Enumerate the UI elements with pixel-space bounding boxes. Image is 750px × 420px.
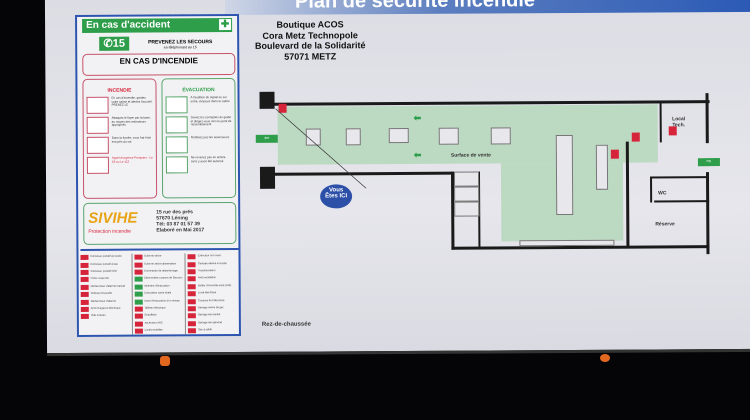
floor-level-label: Rez-de-chaussée [261, 321, 311, 328]
you-are-here-marker: Vous Êtes ICI [320, 184, 353, 209]
screw-fixing [160, 356, 170, 366]
screw-fixing [600, 354, 610, 362]
fire-safety-plan-sign: Plan de sécurité incendie Conforme à la … [44, 0, 750, 357]
floor-plan: ⇦ ⇨ ⬅ ⬅ Surface de vente Local Tech. WC … [45, 0, 750, 356]
